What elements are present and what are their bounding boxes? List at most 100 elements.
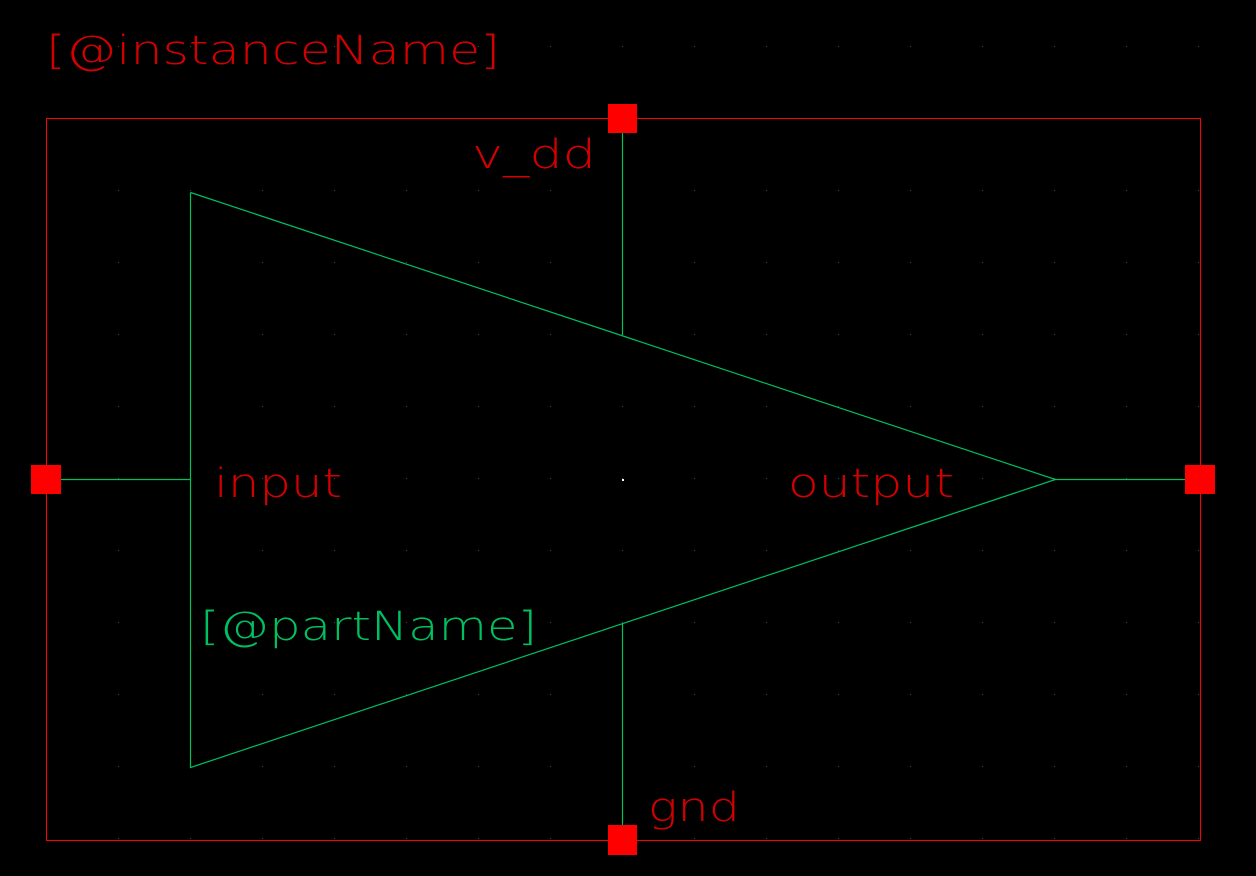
grid-dot — [1126, 190, 1127, 191]
grid-dot — [550, 550, 551, 551]
grid-dot — [766, 46, 767, 47]
grid-dot — [910, 622, 911, 623]
grid-dot — [1198, 622, 1199, 623]
pin-output-label: output — [788, 461, 954, 507]
grid-dot — [1198, 262, 1199, 263]
grid-dot — [334, 622, 335, 623]
grid-dot — [910, 46, 911, 47]
pin-input[interactable] — [31, 465, 61, 494]
grid-dot — [406, 838, 407, 839]
instance-name-label[interactable]: [@instanceName] — [46, 28, 500, 74]
grid-dot — [1054, 694, 1055, 695]
grid-dot — [550, 46, 551, 47]
grid-dot — [550, 406, 551, 407]
grid-dot — [1054, 190, 1055, 191]
amplifier-triangle[interactable] — [189, 191, 1058, 769]
grid-dot — [118, 406, 119, 407]
grid-dot — [262, 262, 263, 263]
grid-dot — [262, 334, 263, 335]
grid-dot — [838, 190, 839, 191]
grid-dot — [262, 550, 263, 551]
pin-vdd-label: v_dd — [472, 132, 596, 178]
grid-dot — [838, 838, 839, 839]
grid-dot — [1198, 550, 1199, 551]
grid-dot — [1054, 406, 1055, 407]
grid-dot — [838, 550, 839, 551]
grid-dot — [982, 550, 983, 551]
grid-dot — [334, 478, 335, 479]
grid-dot — [1126, 478, 1127, 479]
grid-dot — [478, 262, 479, 263]
grid-dot — [766, 766, 767, 767]
grid-dot — [838, 766, 839, 767]
grid-dot — [766, 550, 767, 551]
grid-dot — [982, 766, 983, 767]
grid-dot — [406, 406, 407, 407]
grid-dot — [838, 694, 839, 695]
grid-dot — [550, 478, 551, 479]
grid-dot — [910, 406, 911, 407]
pin-output[interactable] — [1185, 465, 1215, 494]
grid-dot — [406, 766, 407, 767]
grid-dot — [406, 694, 407, 695]
grid-dot — [190, 190, 191, 191]
grid-dot — [334, 838, 335, 839]
grid-dot — [406, 46, 407, 47]
grid-dot — [910, 694, 911, 695]
grid-dot — [550, 694, 551, 695]
grid-dot — [262, 478, 263, 479]
grid-dot — [1198, 190, 1199, 191]
pin-gnd[interactable] — [608, 825, 637, 855]
grid-dot — [694, 622, 695, 623]
grid-dot — [334, 766, 335, 767]
grid-dot — [118, 694, 119, 695]
grid-dot — [478, 550, 479, 551]
grid-dot — [262, 838, 263, 839]
grid-dot — [694, 766, 695, 767]
grid-dot — [1054, 478, 1055, 479]
grid-dot — [1126, 622, 1127, 623]
grid-dots — [118, 46, 1199, 839]
grid-dot — [1054, 766, 1055, 767]
grid-dot — [334, 334, 335, 335]
grid-dot — [982, 838, 983, 839]
grid-dot — [262, 694, 263, 695]
grid-dot — [118, 334, 119, 335]
grid-dot — [190, 46, 191, 47]
grid-dot — [766, 478, 767, 479]
grid-dot — [910, 262, 911, 263]
part-name-label[interactable]: [@partName] — [200, 604, 537, 650]
grid-dot — [982, 334, 983, 335]
grid-dot — [406, 190, 407, 191]
grid-dot — [478, 190, 479, 191]
grid-dot — [838, 478, 839, 479]
grid-dot — [190, 838, 191, 839]
grid-dot — [334, 694, 335, 695]
grid-dot — [694, 262, 695, 263]
grid-dot — [118, 622, 119, 623]
grid-dot — [478, 838, 479, 839]
grid-dot — [622, 46, 623, 47]
grid-dot — [982, 622, 983, 623]
grid-dot — [622, 550, 623, 551]
grid-dot — [838, 622, 839, 623]
grid-dot — [406, 262, 407, 263]
grid-dot — [694, 190, 695, 191]
grid-dot — [766, 334, 767, 335]
grid-dot — [622, 406, 623, 407]
grid-dot — [118, 838, 119, 839]
grid-dot — [838, 262, 839, 263]
grid-dot — [982, 46, 983, 47]
grid-dot — [694, 406, 695, 407]
grid-dot — [1198, 838, 1199, 839]
grid-dot — [1126, 550, 1127, 551]
grid-dot — [118, 262, 119, 263]
grid-dot — [118, 766, 119, 767]
grid-dot — [478, 406, 479, 407]
pin-vdd[interactable] — [608, 104, 637, 133]
grid-dot — [550, 838, 551, 839]
grid-dot — [1126, 766, 1127, 767]
pin-gnd-label: gnd — [648, 785, 740, 831]
grid-dot — [550, 334, 551, 335]
